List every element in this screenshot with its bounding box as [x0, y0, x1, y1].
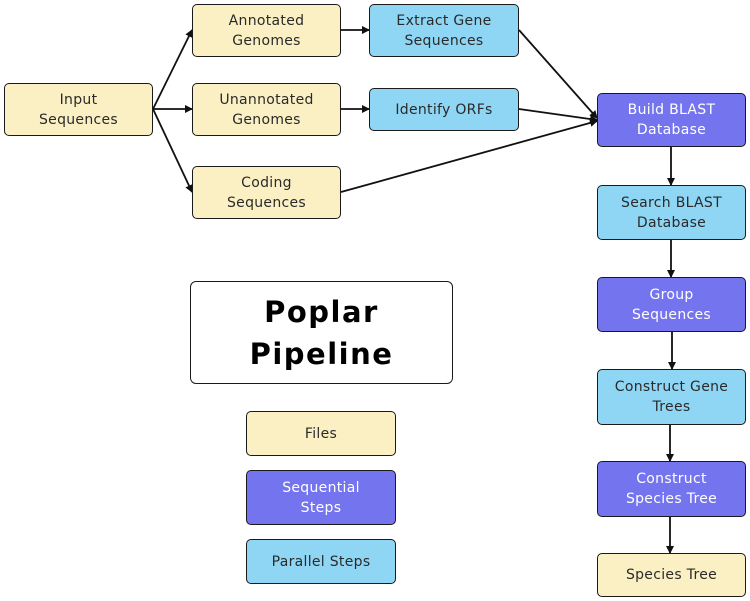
edge-coding-build: [340, 119, 598, 193]
node-search-blast-database: Search BLAST Database: [597, 185, 746, 240]
edge-input-coding: [152, 108, 193, 193]
node-coding-sequences: Coding Sequences: [192, 166, 341, 219]
node-build-blast-database: Build BLAST Database: [597, 93, 746, 147]
node-unannotated-genomes: Unannotated Genomes: [192, 83, 341, 136]
legend-files: Files: [246, 411, 396, 456]
legend-sequential-steps: Sequential Steps: [246, 470, 396, 525]
node-construct-gene-trees: Construct Gene Trees: [597, 369, 746, 425]
node-annotated-genomes: Annotated Genomes: [192, 4, 341, 57]
edge-extract-build: [518, 29, 598, 119]
node-input-sequences: Input Sequences: [4, 83, 153, 136]
node-extract-gene-sequences: Extract Gene Sequences: [369, 4, 519, 57]
legend-parallel-steps: Parallel Steps: [246, 539, 396, 584]
node-species-tree: Species Tree: [597, 553, 746, 597]
diagram-title: Poplar Pipeline: [190, 281, 453, 384]
node-group-sequences: Group Sequences: [597, 277, 746, 332]
edge-orfs-build: [518, 108, 598, 123]
edge-input-annotated: [152, 29, 193, 110]
node-construct-species-tree: Construct Species Tree: [597, 461, 746, 517]
node-identify-orfs: Identify ORFs: [369, 88, 519, 131]
